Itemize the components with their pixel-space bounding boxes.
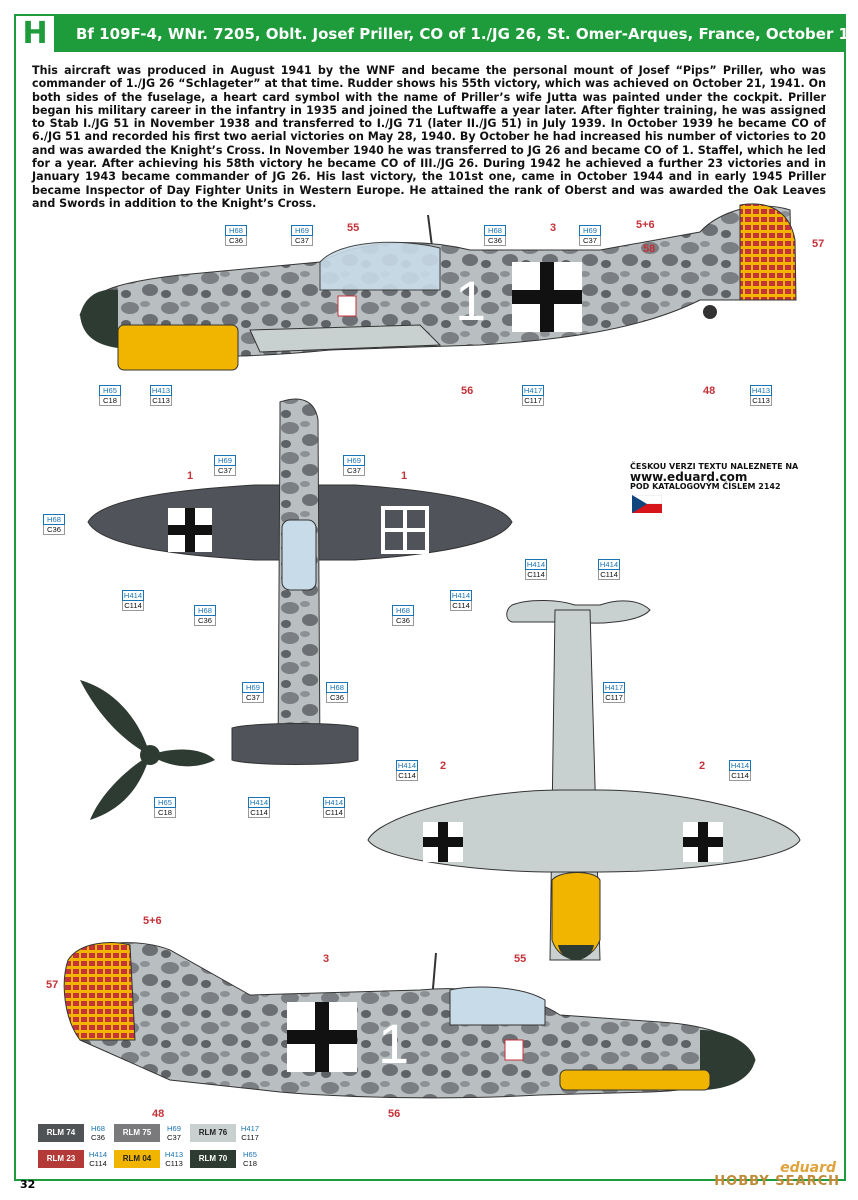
marking-number: 2 (699, 760, 706, 772)
marking-number: 56 (461, 385, 474, 397)
marking-number: 5+6 (143, 915, 162, 927)
swatch-chip: RLM 76 (190, 1124, 236, 1142)
marking-number: 48 (703, 385, 716, 397)
marking-number: 3 (323, 953, 330, 965)
note-line-2: POD KATALOGOVÝM ČÍSLEM 2142 (630, 482, 781, 491)
description-text: This aircraft was produced in August 194… (32, 64, 826, 210)
brand-logo-text: eduard (780, 1160, 836, 1176)
czech-flag-icon (632, 495, 662, 513)
swatch-chip: RLM 74 (38, 1124, 84, 1142)
marking-number: 55 (347, 222, 360, 234)
marking-number: 5+6 (636, 219, 655, 231)
bottom-view (367, 599, 801, 961)
czech-version-note: ČESKOU VERZI TEXTU NALEZNETE NA www.edua… (630, 462, 800, 492)
top-view (87, 398, 513, 765)
marking-number: 1 (187, 470, 194, 482)
marking-number: 57 (812, 238, 825, 250)
marking-number: 48 (152, 1108, 165, 1120)
marking-number: 1 (401, 470, 408, 482)
marking-number: 55 (514, 953, 527, 965)
marking-number: 2 (440, 760, 447, 772)
marking-number: 56 (388, 1108, 401, 1120)
profile-letter: H (16, 16, 54, 52)
swatch-chip: RLM 23 (38, 1150, 84, 1168)
marking-number: 58 (643, 243, 656, 255)
page-border (14, 14, 846, 1181)
eduard-logo: eduard HOBBY SEARCH (700, 1160, 850, 1196)
page-title: Bf 109F-4, WNr. 7205, Oblt. Josef Prille… (76, 25, 858, 43)
side-view-left: 1 (79, 203, 797, 371)
side-view-right: 1 (63, 942, 756, 1099)
header-bar: H Bf 109F-4, WNr. 7205, Oblt. Josef Pril… (16, 16, 858, 52)
propeller-view (80, 680, 215, 820)
note-website: www.eduard.com (630, 470, 748, 484)
fuselage-number: 1 (455, 269, 486, 332)
swatch-chip: RLM 70 (190, 1150, 236, 1168)
fuselage-number: 1 (378, 1012, 409, 1075)
note-line-1: ČESKOU VERZI TEXTU NALEZNETE NA (630, 462, 799, 471)
marking-number: 57 (46, 979, 59, 991)
watermark-text: HOBBY SEARCH (714, 1174, 840, 1189)
swatch-chip: RLM 04 (114, 1150, 160, 1168)
page-number: 32 (20, 1178, 36, 1191)
marking-number: 3 (550, 222, 557, 234)
swatch-chip: RLM 75 (114, 1124, 160, 1142)
